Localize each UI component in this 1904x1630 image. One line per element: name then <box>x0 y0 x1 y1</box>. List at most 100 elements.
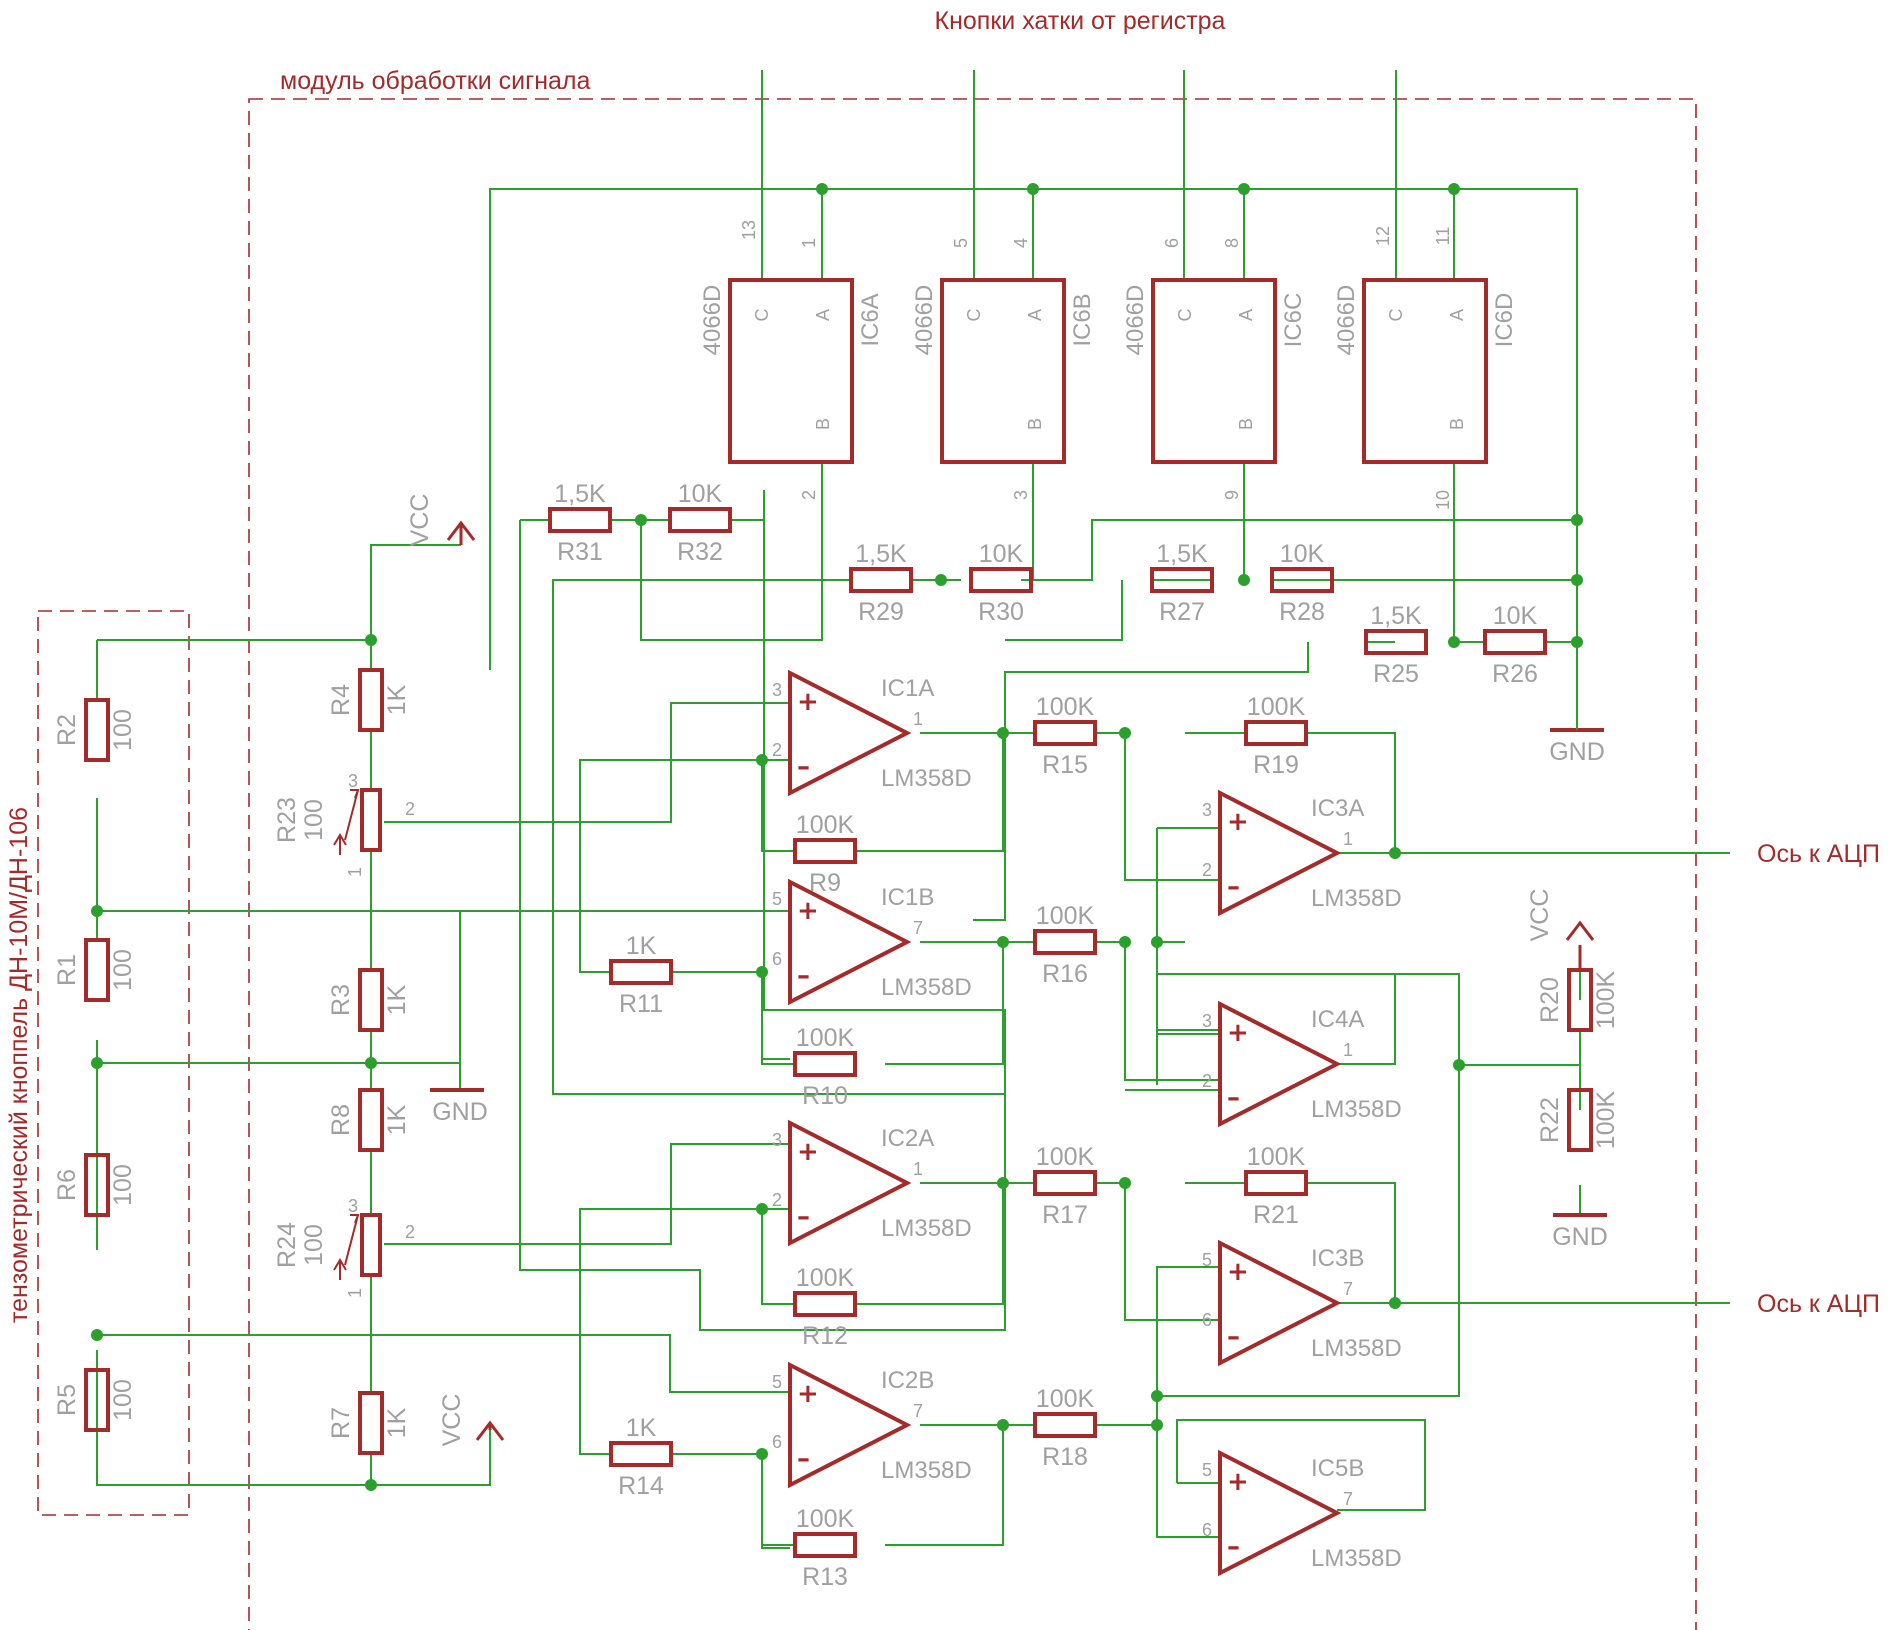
svg-text:IC4A: IC4A <box>1311 1006 1364 1033</box>
svg-text:100: 100 <box>300 1224 328 1266</box>
svg-text:R1: R1 <box>53 954 81 986</box>
svg-text:R6: R6 <box>53 1169 81 1201</box>
svg-text:IC1A: IC1A <box>881 675 934 702</box>
svg-text:10K: 10K <box>678 480 723 508</box>
pot-r24: R24 100 1 2 3 <box>273 1196 415 1298</box>
svg-text:1K: 1K <box>383 684 411 715</box>
svg-text:100K: 100K <box>796 1505 855 1533</box>
svg-text:1K: 1K <box>383 1407 411 1438</box>
svg-text:IC5B: IC5B <box>1311 1455 1364 1482</box>
svg-text:10K: 10K <box>1493 602 1538 630</box>
svg-text:1K: 1K <box>626 932 657 960</box>
svg-text:2: 2 <box>799 490 819 500</box>
svg-text:LM358D: LM358D <box>881 1457 972 1484</box>
svg-text:R9: R9 <box>809 869 841 897</box>
gnd-symbol-divider: GND <box>1552 1213 1608 1251</box>
svg-text:4066D: 4066D <box>1333 285 1360 356</box>
junctions <box>91 183 1583 1491</box>
svg-text:R31: R31 <box>557 538 603 566</box>
svg-text:1: 1 <box>913 709 923 729</box>
svg-text:5: 5 <box>772 1372 782 1392</box>
svg-text:2: 2 <box>772 1190 782 1210</box>
svg-text:LM358D: LM358D <box>1311 885 1402 912</box>
svg-text:+: + <box>797 1379 819 1409</box>
pot-r23: R23 100 1 2 3 <box>273 771 415 877</box>
svg-text:100: 100 <box>109 1164 137 1206</box>
svg-text:–: – <box>1227 872 1240 902</box>
switch-ic6b: 4066D IC6B C A B 5 4 3 <box>911 238 1096 500</box>
svg-text:10: 10 <box>1433 490 1453 510</box>
svg-text:4066D: 4066D <box>1122 285 1149 356</box>
resistor-r6: R6 100 <box>53 1153 137 1217</box>
svg-text:R23: R23 <box>273 797 301 843</box>
svg-text:5: 5 <box>1202 1460 1212 1480</box>
svg-text:R17: R17 <box>1042 1201 1088 1229</box>
svg-text:4066D: 4066D <box>911 285 938 356</box>
svg-text:4066D: 4066D <box>699 285 726 356</box>
svg-text:R4: R4 <box>327 684 355 716</box>
svg-text:100K: 100K <box>1592 1090 1620 1149</box>
svg-text:100K: 100K <box>1036 902 1095 930</box>
switch-ic6a: 4066D IC6A C A B 13 1 2 <box>699 220 884 500</box>
svg-text:1,5K: 1,5K <box>855 540 907 568</box>
svg-text:100: 100 <box>109 709 137 751</box>
svg-text:6: 6 <box>1202 1310 1212 1330</box>
wires <box>96 70 1730 1549</box>
svg-text:IC1B: IC1B <box>881 884 934 911</box>
svg-text:1: 1 <box>345 1288 365 1298</box>
svg-text:5: 5 <box>772 889 782 909</box>
svg-text:C: C <box>964 309 984 322</box>
svg-text:IC6A: IC6A <box>857 293 884 346</box>
svg-text:3: 3 <box>772 1130 782 1150</box>
svg-text:VCC: VCC <box>406 494 434 547</box>
svg-text:7: 7 <box>1343 1489 1353 1509</box>
svg-text:+: + <box>797 687 819 717</box>
adc-output-label-2: Ось к АЦП <box>1757 1290 1880 1318</box>
svg-text:R16: R16 <box>1042 960 1088 988</box>
svg-text:5: 5 <box>951 238 971 248</box>
svg-text:R18: R18 <box>1042 1443 1088 1471</box>
svg-text:–: – <box>797 1202 810 1232</box>
svg-text:1K: 1K <box>383 1104 411 1135</box>
resistor-r4: R4 1K <box>327 668 411 732</box>
svg-text:B: B <box>1025 418 1045 430</box>
svg-text:1: 1 <box>799 238 819 248</box>
svg-text:100: 100 <box>109 1379 137 1421</box>
svg-text:3: 3 <box>1202 1011 1212 1031</box>
svg-text:1: 1 <box>1343 829 1353 849</box>
vcc-symbol-top: VCC <box>406 494 476 547</box>
svg-text:R3: R3 <box>327 984 355 1016</box>
svg-text:2: 2 <box>1202 860 1212 880</box>
svg-text:IC6D: IC6D <box>1491 293 1518 348</box>
svg-text:100: 100 <box>300 799 328 841</box>
svg-text:A: A <box>1447 309 1467 321</box>
svg-text:A: A <box>1236 309 1256 321</box>
svg-text:+: + <box>1227 1467 1249 1497</box>
svg-text:GND: GND <box>432 1098 488 1126</box>
svg-text:3: 3 <box>1202 800 1212 820</box>
svg-text:R21: R21 <box>1253 1201 1299 1229</box>
svg-text:2: 2 <box>772 740 782 760</box>
svg-text:–: – <box>1227 1532 1240 1562</box>
module-title: модуль обработки сигнала <box>280 67 591 95</box>
switch-ic6d: 4066D IC6D C A B 12 11 10 <box>1333 226 1518 510</box>
svg-text:1,5K: 1,5K <box>1370 602 1422 630</box>
